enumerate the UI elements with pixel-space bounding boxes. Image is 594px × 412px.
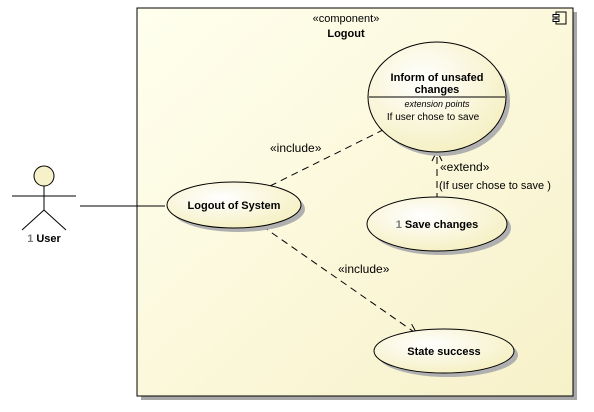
component-stereotype: «component» — [313, 13, 380, 25]
use-case-inform-unsaved-changes[interactable] — [367, 41, 510, 156]
use-case-logout-label: Logout of System — [188, 200, 281, 212]
component-icon — [552, 11, 567, 25]
use-case-inform-title-line1: Inform of unsafed — [391, 72, 484, 84]
extend-condition: (If user chose to save ) — [439, 180, 551, 192]
component-boundary[interactable] — [136, 7, 577, 400]
use-case-logout-of-system[interactable] — [166, 181, 305, 232]
extend-label: «extend» — [440, 160, 490, 174]
use-case-state-label: State success — [407, 346, 480, 358]
actor-name: User — [36, 233, 61, 245]
include-label-top: «include» — [270, 141, 322, 155]
use-case-save-multiplicity: 1 — [396, 219, 402, 231]
include-arrow-top[interactable] — [269, 125, 393, 187]
actor-multiplicity: 1 — [27, 233, 33, 245]
use-case-save-name: Save changes — [405, 219, 478, 231]
include-arrow-bottom[interactable] — [261, 225, 417, 334]
extension-point-text: If user chose to save — [387, 112, 480, 123]
component-name: Logout — [327, 28, 365, 40]
include-label-bottom: «include» — [338, 262, 390, 276]
use-case-inform-title-line2: changes — [415, 84, 460, 96]
use-case-save-changes[interactable] — [366, 196, 511, 255]
stick-figure-icon[interactable] — [12, 165, 76, 231]
extension-points-label: extension points — [404, 99, 470, 109]
use-case-state-success[interactable] — [373, 328, 518, 377]
